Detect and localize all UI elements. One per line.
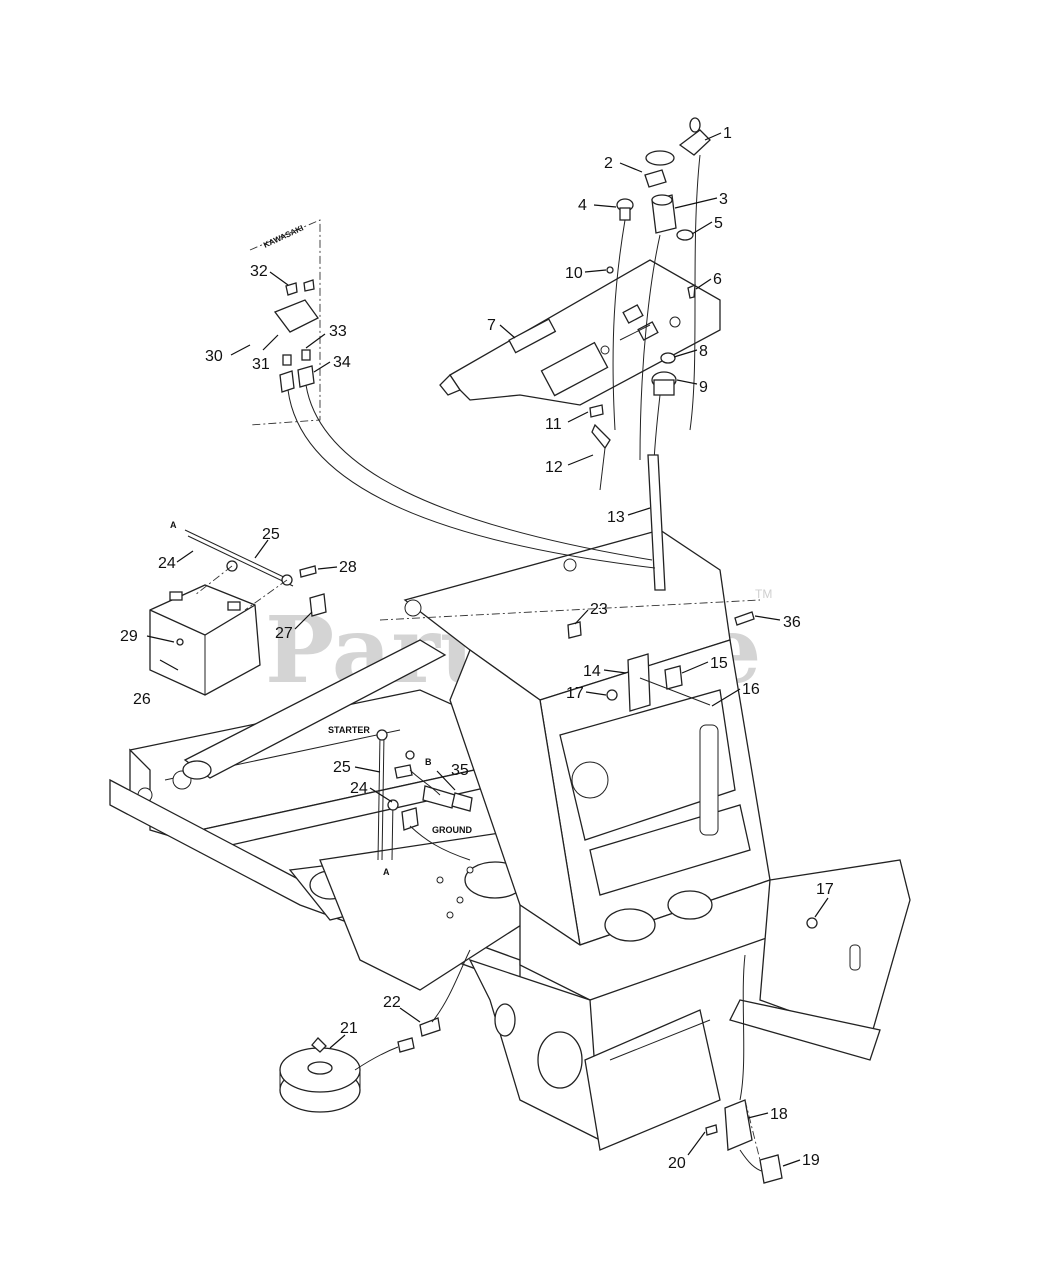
frame-mounted-parts [567, 611, 818, 1184]
callout-21: 21 [340, 1020, 358, 1037]
callout-35: 35 [451, 762, 469, 779]
callout-9: 9 [699, 379, 708, 396]
callout-22: 22 [383, 994, 401, 1011]
callout-3: 3 [719, 191, 728, 208]
callout-11: 11 [545, 416, 562, 433]
callout-7: 7 [487, 317, 496, 334]
callout-17-rear: 17 [816, 881, 834, 898]
label-a-bottom: A [383, 867, 390, 877]
label-ground: GROUND [432, 825, 472, 835]
label-starter: STARTER [328, 725, 370, 735]
callout-34: 34 [333, 354, 351, 371]
callout-25: 25 [262, 526, 280, 543]
chassis-frame [109, 529, 911, 1151]
callout-2: 2 [604, 155, 613, 172]
callout-29: 29 [120, 628, 138, 645]
callout-24: 24 [158, 555, 176, 572]
callout-25-starter: 25 [333, 759, 351, 776]
callout-8: 8 [699, 343, 708, 360]
callout-18: 18 [770, 1106, 788, 1123]
callout-17: 17 [566, 685, 584, 702]
callout-14: 14 [583, 663, 601, 680]
trademark-text: TM [755, 587, 772, 601]
callout-12: 12 [545, 459, 563, 476]
callout-27: 27 [275, 625, 293, 642]
callout-28: 28 [339, 559, 357, 576]
callout-5: 5 [714, 215, 723, 232]
callout-23: 23 [590, 601, 608, 618]
label-b: B [425, 757, 432, 767]
callout-31: 31 [252, 356, 270, 373]
starter-cable-group: STARTER B GROUND A [328, 725, 473, 877]
dash-panel [439, 259, 721, 406]
label-a-top: A [170, 520, 177, 530]
callout-6: 6 [713, 271, 722, 288]
callout-30: 30 [205, 348, 223, 365]
callout-4: 4 [578, 197, 587, 214]
kawasaki-label: KAWASAKI [262, 223, 305, 249]
callout-26: 26 [133, 691, 151, 708]
callout-24-starter: 24 [350, 780, 368, 797]
callout-36: 36 [783, 614, 801, 631]
callout-13: 13 [607, 509, 625, 526]
callout-33: 33 [329, 323, 347, 340]
callout-32: 32 [250, 263, 268, 280]
callout-20: 20 [668, 1155, 686, 1172]
callout-16: 16 [742, 681, 760, 698]
callout-19: 19 [802, 1152, 820, 1169]
battery-group: A [149, 520, 327, 696]
callout-1: 1 [723, 125, 732, 142]
callout-10: 10 [565, 265, 583, 282]
pto-clutch [279, 949, 471, 1113]
ignition-parts [589, 117, 711, 591]
callout-15: 15 [710, 655, 728, 672]
callout-numbers: 1 2 3 4 5 6 7 8 9 10 11 12 13 14 15 16 1… [120, 125, 834, 1172]
leader-lines [146, 132, 829, 1167]
